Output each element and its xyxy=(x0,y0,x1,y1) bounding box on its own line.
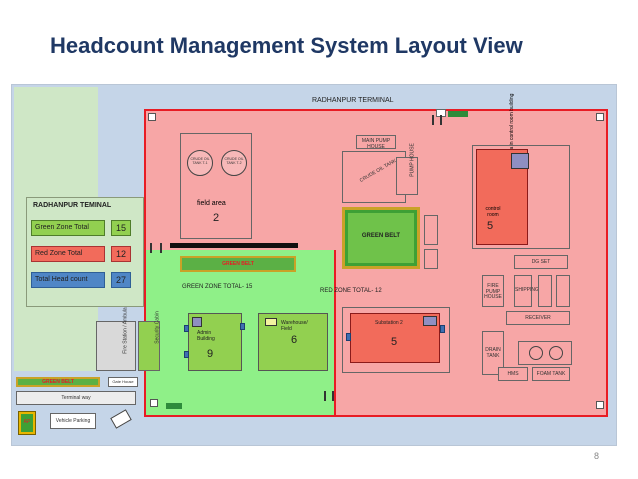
shipping-1: SHIPPING xyxy=(514,275,539,307)
admin-building[interactable]: Admin Building 9 xyxy=(188,313,242,371)
gate-sign xyxy=(448,111,468,117)
boundary-wall xyxy=(170,243,298,248)
receiver-1 xyxy=(538,275,552,307)
corner-marker-br xyxy=(596,401,604,409)
green-belt-top: GREEN BELT xyxy=(180,256,296,272)
admin-building-count: 9 xyxy=(207,348,214,360)
drain-tank: DRAIN TANK xyxy=(482,331,504,375)
security-cabin: Security Cabin xyxy=(138,311,160,371)
red-zone-total-label: RED ZONE TOTAL- 12 xyxy=(320,288,382,294)
fire-water-tank xyxy=(424,215,438,245)
summary-title: RADHANPUR TEMINAL xyxy=(33,202,112,209)
headcount-summary-panel: RADHANPUR TEMINAL Green Zone Total 15 Re… xyxy=(26,197,144,307)
summary-row-green: Green Zone Total xyxy=(31,220,105,236)
admin-building-label: Admin Building xyxy=(197,330,215,342)
hms-box-2: FOAM TANK xyxy=(532,367,570,381)
dg-set: DG SET xyxy=(514,255,568,269)
field-area-count: 2 xyxy=(213,212,220,224)
green-belt-inner: GREEN BELT xyxy=(348,213,414,263)
foam-tank-circle-2 xyxy=(549,346,563,360)
corner-marker-bl xyxy=(150,399,158,407)
summary-value-total: 27 xyxy=(111,272,131,288)
fence-gate-icon-mid xyxy=(324,391,334,401)
warehouse-hmc-icon xyxy=(265,318,277,326)
gate-barrier xyxy=(110,409,132,429)
fence-gate-icon-top xyxy=(432,115,442,125)
green-zone-total-label: GREEN ZONE TOTAL- 15 xyxy=(182,284,253,290)
green-belt-left: GREEN BELT xyxy=(16,377,100,387)
substation-door-1 xyxy=(346,333,351,341)
receiver-2 xyxy=(556,275,570,307)
foam-tank-circle-1 xyxy=(529,346,543,360)
assembly-point-sign xyxy=(166,403,182,409)
field-area-building[interactable]: CRUDE OIL TANK T-1 CRUDE OIL TANK T-2 fi… xyxy=(180,133,252,239)
fence-gate-icon-left xyxy=(150,243,162,253)
fire-pump-house: FIRE PUMP HOUSE xyxy=(482,275,504,307)
fire-station: Fire Station / Ambulance xyxy=(96,299,136,371)
admin-hmc-icon xyxy=(192,317,202,327)
field-area-label: field area xyxy=(197,200,226,207)
vehicle-parking: Vehicle Parking xyxy=(50,413,96,429)
summary-row-total: Total Head count xyxy=(31,272,105,288)
site-layout-map: RADHANPUR TERMINAL GREEN BELT GREEN ZONE… xyxy=(11,84,617,446)
terminal-way: Terminal way xyxy=(16,391,136,405)
slide-title: Headcount Management System Layout View xyxy=(50,33,523,58)
admin-door-2 xyxy=(184,351,189,358)
crude-oil-tank-t1: CRUDE OIL TANK T-1 xyxy=(187,150,213,176)
ows-area xyxy=(424,249,438,269)
gate-house: Gate House xyxy=(108,377,138,387)
pump-house: PUMP HOUSE xyxy=(396,143,418,195)
page-number: 8 xyxy=(594,451,600,461)
hms-box-1: HMS xyxy=(498,367,528,381)
admin-door-3 xyxy=(240,323,245,330)
substation-hmc-icon xyxy=(423,316,437,326)
control-room-count: 5 xyxy=(487,220,494,232)
assembly-point-inner: AP xyxy=(21,414,33,432)
substation-door-2 xyxy=(440,325,445,333)
substation-label: Substation 2 xyxy=(375,320,403,326)
warehouse-label: Warehouse/ Field xyxy=(281,320,308,332)
foam-tank-block xyxy=(518,341,572,365)
summary-row-red: Red Zone Total xyxy=(31,246,105,262)
summary-value-green: 15 xyxy=(111,220,131,236)
admin-door-1 xyxy=(184,325,189,332)
crude-oil-tank-t2: CRUDE OIL TANK T-2 xyxy=(221,150,247,176)
assembly-point-box: AP xyxy=(18,411,36,435)
green-belt-mid: GREEN BELT xyxy=(342,207,420,269)
warehouse-count: 6 xyxy=(291,334,298,346)
summary-value-red: 12 xyxy=(111,246,131,262)
corner-marker-tl xyxy=(148,113,156,121)
pump-house-block: CRUDE OIL TANK xyxy=(342,151,406,203)
warehouse-building[interactable]: Warehouse/ Field 6 xyxy=(258,313,328,371)
hmc-screen-icon xyxy=(511,153,529,169)
control-room-label: control room xyxy=(485,206,501,218)
receiver-block: RECEIVER xyxy=(506,311,570,325)
main-pump-house: MAIN PUMP HOUSE xyxy=(356,135,396,149)
control-room[interactable]: control room 5 xyxy=(476,149,529,245)
substation-count: 5 xyxy=(391,336,398,348)
terminal-name: RADHANPUR TERMINAL xyxy=(312,97,394,104)
substation-2[interactable]: Substation 2 5 xyxy=(350,313,440,363)
corner-marker-tr xyxy=(596,113,604,121)
